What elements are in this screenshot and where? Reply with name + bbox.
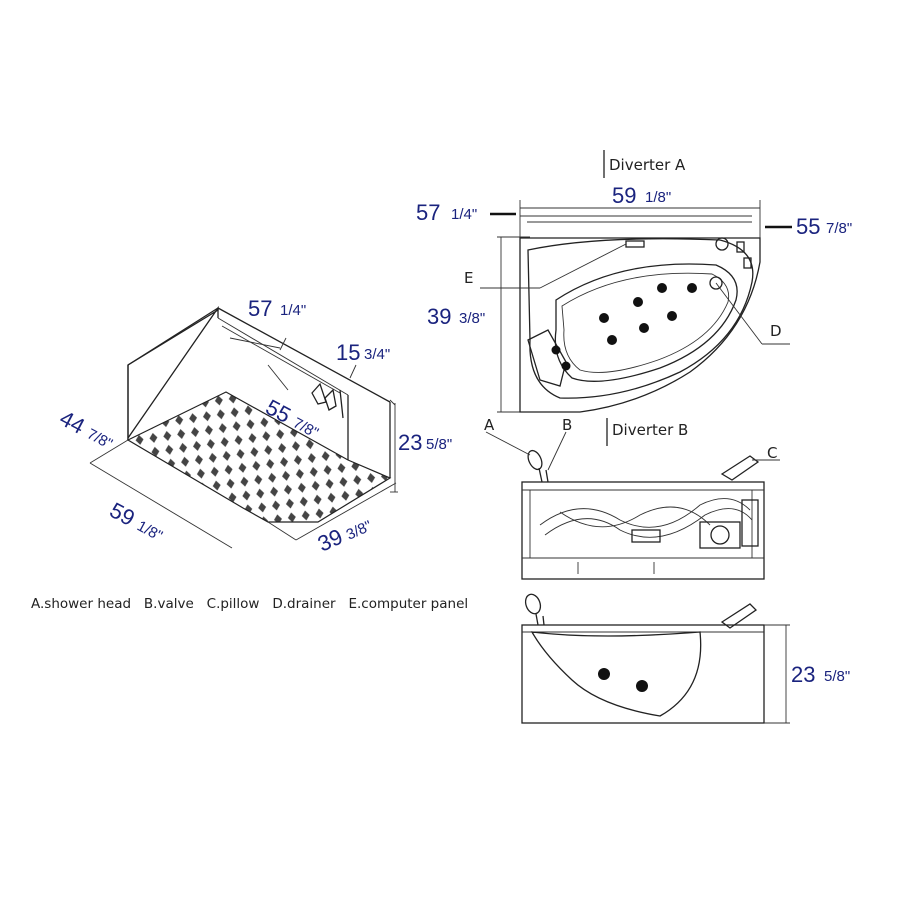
top-jet-a	[551, 345, 561, 355]
iso-view	[89, 305, 398, 549]
side-dim-frac: 5/8"	[824, 668, 850, 685]
iso-top-left-edge	[127, 307, 219, 366]
front-view	[485, 418, 780, 580]
top-dim-overall-frac: 1/8"	[645, 189, 671, 206]
top-tub-outline	[519, 237, 761, 413]
top-dim-left-frac: 1/4"	[451, 206, 477, 223]
top-valve-3	[743, 257, 752, 269]
side-dim-whole: 23	[791, 662, 815, 687]
top-tub-basin	[554, 263, 738, 382]
iso-dim-57-frac: 1/4"	[280, 302, 306, 319]
iso-top-back-edge	[217, 307, 391, 403]
top-dim-overall-whole: 59	[612, 183, 636, 208]
top-jet-b	[561, 361, 571, 371]
front-valve	[545, 469, 549, 483]
top-dim-depth-whole: 39	[427, 304, 451, 329]
front-pump	[699, 521, 741, 549]
top-computer-panel	[625, 240, 645, 248]
iso-leader-55	[267, 364, 289, 391]
front-pillow	[720, 455, 760, 481]
iso-dim-15-whole: 15	[336, 340, 360, 365]
front-shower-head	[527, 449, 543, 471]
iso-rb-dim-b	[295, 482, 397, 541]
top-valve-2	[736, 241, 745, 253]
iso-dim-44-frac: 7/8"	[84, 426, 115, 453]
side-shower-head	[524, 593, 542, 615]
label-a: A	[484, 416, 495, 434]
side-body	[521, 624, 765, 724]
iso-left-dim	[89, 439, 129, 464]
iso-bottom-dim	[89, 462, 233, 549]
iso-rim-line-2	[221, 325, 341, 394]
iso-leader-57b	[279, 337, 287, 351]
label-d: D	[770, 322, 782, 340]
diverter-a-label: Diverter A	[609, 156, 686, 174]
side-jet-2	[636, 680, 648, 692]
top-view	[480, 150, 792, 413]
front-pipe-1	[539, 498, 751, 528]
iso-dim-23-whole: 23	[398, 430, 422, 455]
iso-leader-57	[229, 337, 281, 349]
iso-leader-15	[349, 364, 357, 379]
top-dim-left-whole: 57	[416, 200, 440, 225]
top-dim-right-frac: 7/8"	[826, 220, 852, 237]
label-b: B	[562, 416, 572, 434]
side-jet-1	[598, 668, 610, 680]
top-dim-right-whole: 55	[796, 214, 820, 239]
iso-dim-59-frac: 1/8"	[134, 518, 165, 545]
diverter-b-label: Diverter B	[612, 421, 688, 439]
front-body	[521, 481, 765, 580]
front-pump-pipe	[631, 529, 661, 543]
top-tub-rim	[527, 238, 754, 399]
iso-fixtures	[311, 382, 344, 419]
top-drain	[709, 276, 723, 290]
iso-dim-44-whole: 44	[56, 405, 89, 439]
side-pillow	[720, 603, 758, 629]
iso-dim-23-frac: 5/8"	[426, 436, 452, 453]
iso-floor-pattern	[126, 391, 392, 523]
iso-dim-57-whole: 57	[248, 296, 272, 321]
top-valve-1	[715, 237, 729, 251]
front-leader-a	[485, 431, 531, 456]
iso-dim-39-frac: 3/8"	[344, 517, 375, 543]
iso-rb-dim-a	[267, 521, 297, 541]
top-jets	[599, 283, 697, 345]
top-dim-depth-frac: 3/8"	[459, 310, 485, 327]
front-leader-b	[547, 431, 567, 471]
iso-rim-line	[217, 317, 349, 396]
iso-dim-59-whole: 59	[106, 497, 139, 531]
top-pillow	[527, 329, 567, 387]
label-e: E	[464, 269, 473, 287]
iso-height-tick-top	[389, 399, 396, 406]
side-basin	[530, 631, 702, 717]
side-view	[521, 593, 790, 724]
label-c: C	[767, 444, 777, 462]
iso-dim-15-frac: 3/4"	[364, 346, 390, 363]
iso-dim-39-whole: 39	[314, 524, 347, 557]
legend: A.shower head B.valve C.pillow D.drainer…	[31, 596, 468, 612]
top-leader-d	[715, 282, 763, 345]
